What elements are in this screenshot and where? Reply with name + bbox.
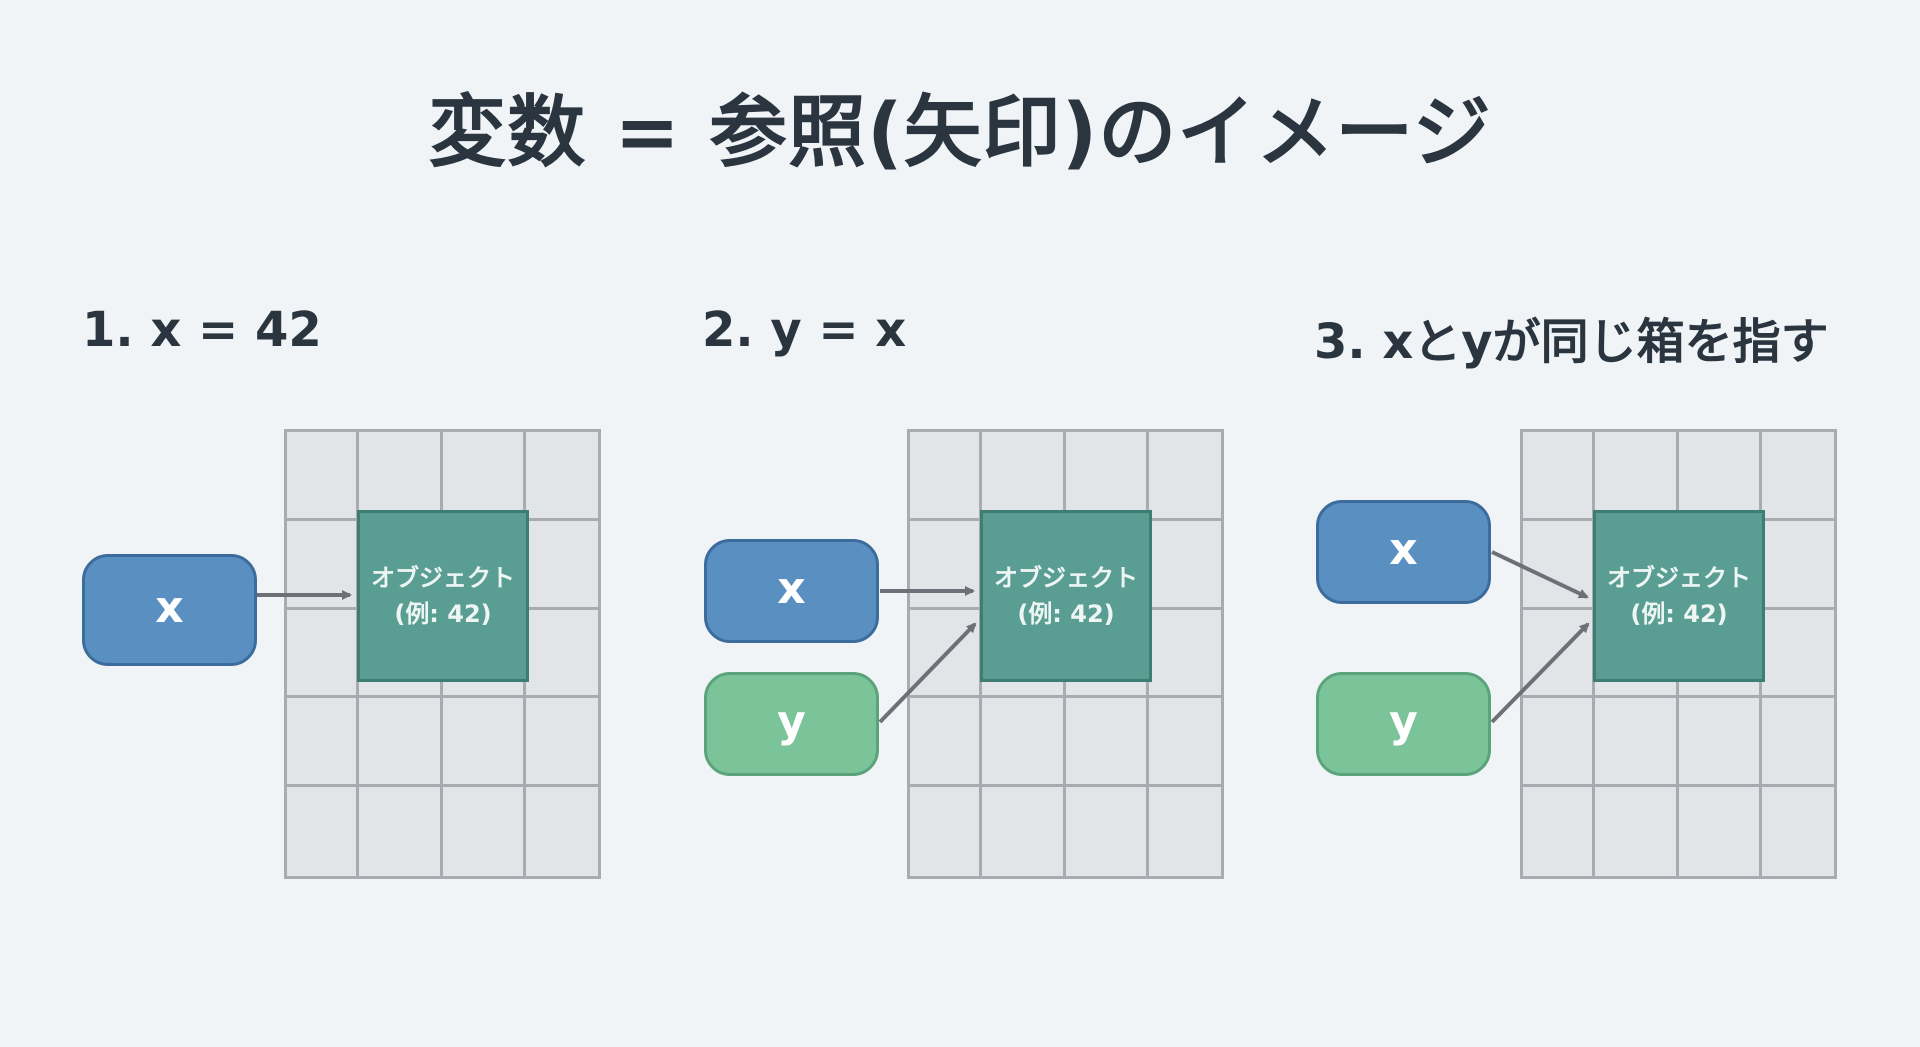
- object-label: オブジェクト: [1607, 564, 1751, 592]
- memory-cell: [526, 610, 598, 699]
- memory-cell: [1678, 698, 1763, 788]
- variable-x-box-1: x: [82, 554, 257, 666]
- memory-cell: [359, 787, 443, 876]
- variable-x-box-3: x: [1316, 500, 1491, 604]
- memory-cell: [910, 787, 982, 876]
- memory-cell: [1762, 521, 1834, 610]
- memory-cell: [287, 432, 359, 521]
- memory-cell: [1523, 432, 1595, 521]
- object-box-3: オブジェクト (例: 42): [1593, 510, 1765, 682]
- step-1-heading: 1. x = 42: [82, 302, 322, 358]
- variable-y-box-2: y: [704, 672, 879, 776]
- memory-cell: [1523, 698, 1595, 788]
- object-value: (例: 42): [1630, 600, 1728, 628]
- memory-cell: [358, 698, 443, 788]
- memory-cell: [910, 432, 982, 521]
- memory-cell: [1595, 787, 1679, 876]
- slide-title: 変数 = 参照(矢印)のイメージ: [428, 88, 1492, 178]
- memory-cell: [1762, 432, 1834, 521]
- memory-grid-3: [1520, 429, 1837, 879]
- memory-cell: [1679, 787, 1763, 876]
- memory-cell: [1523, 787, 1595, 876]
- object-label: オブジェクト: [371, 564, 515, 592]
- memory-cell: [1149, 698, 1221, 788]
- memory-cell: [1149, 521, 1221, 610]
- variable-x-box-2: x: [704, 539, 879, 643]
- object-value: (例: 42): [394, 600, 492, 628]
- object-box-2: オブジェクト (例: 42): [980, 510, 1152, 682]
- memory-cell: [1149, 610, 1221, 699]
- step-2-heading: 2. y = x: [702, 302, 907, 358]
- memory-cell: [1762, 698, 1834, 788]
- memory-cell: [443, 787, 527, 876]
- memory-cell: [1594, 698, 1679, 788]
- memory-cell: [1065, 698, 1150, 788]
- memory-cell: [982, 787, 1066, 876]
- object-label: オブジェクト: [994, 564, 1138, 592]
- memory-cell: [910, 698, 982, 788]
- memory-cell: [1762, 610, 1834, 699]
- memory-cell: [287, 787, 359, 876]
- memory-cell: [442, 698, 527, 788]
- object-box-1: オブジェクト (例: 42): [357, 510, 529, 682]
- arrow-y-2: [878, 622, 977, 724]
- memory-cell: [981, 698, 1066, 788]
- memory-cell: [526, 432, 598, 521]
- memory-cell: [1066, 787, 1150, 876]
- arrow-x-3: [1491, 550, 1589, 599]
- memory-grid-1: [284, 429, 601, 879]
- memory-cell: [526, 698, 598, 788]
- step-3-heading: 3. xとyが同じ箱を指す: [1314, 314, 1829, 370]
- object-value: (例: 42): [1017, 600, 1115, 628]
- memory-cell: [526, 521, 598, 610]
- variable-y-box-3: y: [1316, 672, 1491, 776]
- memory-cell: [287, 698, 359, 788]
- memory-cell: [1149, 432, 1221, 521]
- arrow-y-3: [1490, 622, 1590, 724]
